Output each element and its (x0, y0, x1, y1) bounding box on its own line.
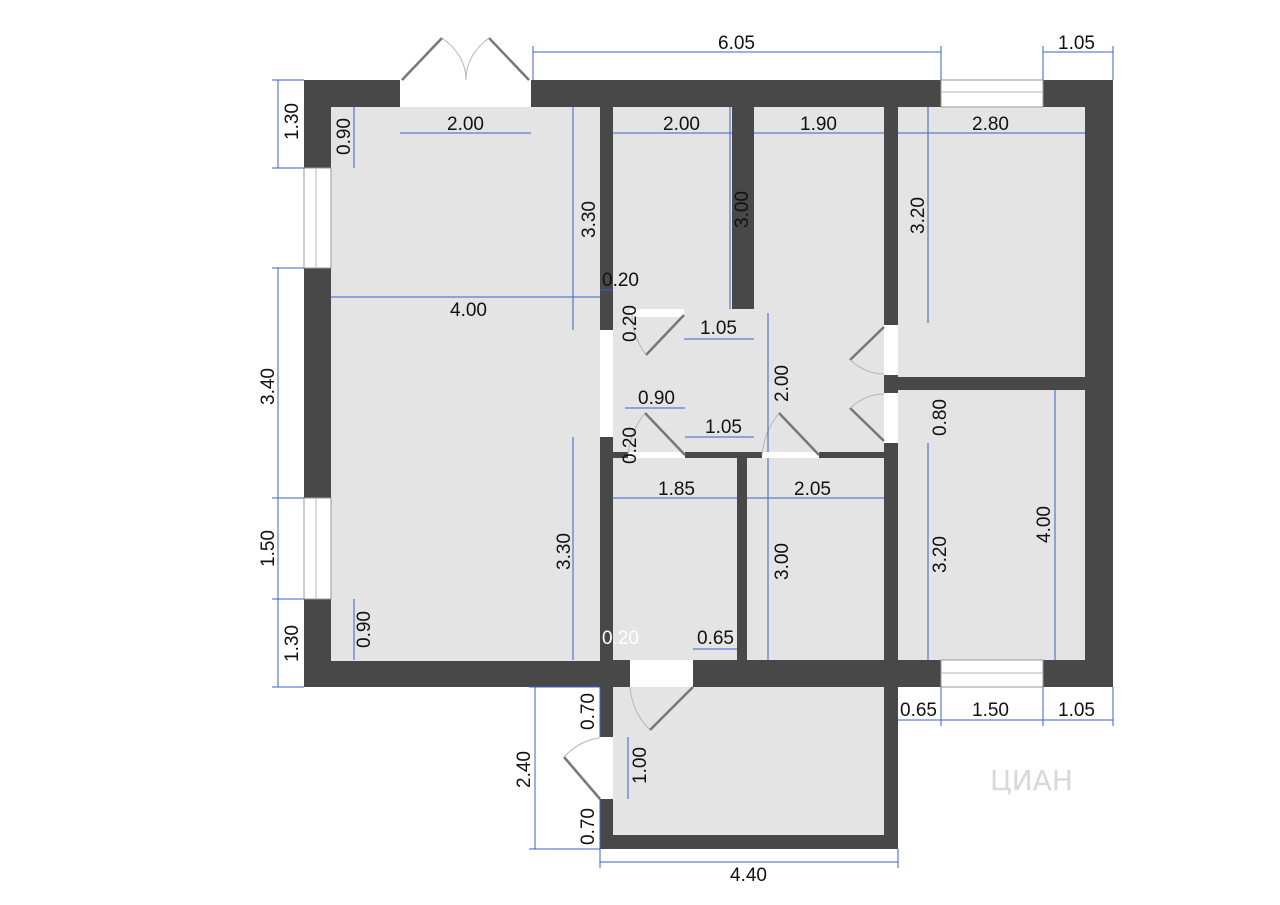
room-f (747, 458, 884, 660)
room-c (898, 107, 1085, 377)
dim-room-f-height: 3.00 (772, 543, 793, 580)
window-left-upper (303, 167, 332, 269)
room-f-door-opening (762, 452, 819, 458)
door-leaf (401, 37, 443, 81)
dim-top-right: 1.05 (1058, 33, 1095, 54)
dim-bottom-150: 1.50 (972, 700, 1009, 721)
dim-wall-020-c: 0.20 (620, 427, 641, 464)
dimension-labels: 6.05 1.05 1.30 3.40 1.50 1.30 2.00 0.90 … (258, 33, 1095, 886)
dim-left-top: 1.30 (282, 103, 303, 140)
dim-door-105-a: 1.05 (700, 318, 737, 339)
room-g-door-opening (884, 393, 898, 443)
dim-bottom-105: 1.05 (1058, 700, 1095, 721)
room-a (613, 107, 732, 309)
dim-room-g-height: 3.20 (930, 536, 951, 573)
dim-left-mid: 3.40 (258, 368, 279, 405)
entrance-opening (400, 80, 531, 107)
dim-room-a-height: 3.00 (732, 191, 753, 228)
watermark: ЦИАН (990, 764, 1073, 797)
dim-door-065: 0.65 (697, 628, 734, 649)
dim-living-upper-height: 3.30 (579, 201, 600, 238)
hallway (613, 309, 884, 452)
dim-left-bottom: 1.30 (282, 625, 303, 662)
dim-room-f-width: 2.05 (794, 479, 831, 500)
dim-living-corner-bottom: 0.90 (354, 611, 375, 648)
dim-living-lower-height: 3.30 (554, 533, 575, 570)
dim-room-d-gap: 0.80 (930, 399, 951, 436)
balcony-door-opening (630, 660, 693, 687)
room-e (613, 458, 737, 660)
dim-room-c-height: 3.20 (908, 197, 929, 234)
window-top-right (940, 79, 1044, 108)
dim-living-corner-top: 0.90 (334, 118, 355, 155)
dim-living-width: 4.00 (450, 300, 487, 321)
balcony-side-opening (600, 737, 613, 799)
door-leaf (488, 37, 530, 81)
dim-balcony-width: 4.40 (730, 865, 767, 886)
dim-wall-020-b: 0.20 (620, 305, 641, 342)
dim-balcony-100: 1.00 (630, 747, 651, 784)
dim-wall-020-d: 0.20 (602, 628, 639, 649)
room-g (898, 390, 1085, 660)
dim-living-door-width: 2.00 (447, 114, 484, 135)
dim-room-a-width: 2.00 (663, 114, 700, 135)
dim-door-105-b: 1.05 (705, 417, 742, 438)
dimension-lines (272, 46, 1114, 868)
dim-room-g-total: 4.00 (1034, 506, 1055, 543)
rooms (331, 107, 1085, 835)
room-a-door-opening (630, 309, 684, 317)
dim-room-b-width: 1.90 (800, 114, 837, 135)
door-leaf (849, 326, 885, 361)
doors (400, 37, 898, 800)
dim-balcony-070-top: 0.70 (578, 693, 599, 730)
dim-balcony-070-bottom: 0.70 (578, 808, 599, 845)
dim-wall-020-a: 0.20 (602, 270, 639, 291)
door-leaf (849, 407, 885, 442)
dim-door-090: 0.90 (638, 388, 675, 409)
door-leaf (563, 756, 601, 800)
balcony (613, 687, 884, 835)
dim-room-e-width: 1.85 (658, 479, 695, 500)
dim-hall-height: 2.00 (772, 365, 793, 402)
dim-left-low: 1.50 (258, 530, 279, 567)
watermark-text: ЦИАН (990, 764, 1073, 797)
dim-top-total: 6.05 (718, 33, 755, 54)
room-c-door-opening (884, 325, 898, 375)
dim-room-c-width: 2.80 (972, 114, 1009, 135)
living-room (331, 107, 600, 661)
dim-bottom-065: 0.65 (900, 700, 937, 721)
room-e-door-opening (628, 452, 685, 458)
door-leaf (644, 412, 686, 456)
living-hall-opening (600, 330, 613, 437)
door-leaf (645, 314, 685, 356)
door-leaf (649, 686, 694, 731)
window-left-lower (303, 497, 332, 600)
dim-balcony-height: 2.40 (514, 751, 535, 788)
windows (303, 79, 1044, 688)
door-leaf (778, 412, 820, 456)
